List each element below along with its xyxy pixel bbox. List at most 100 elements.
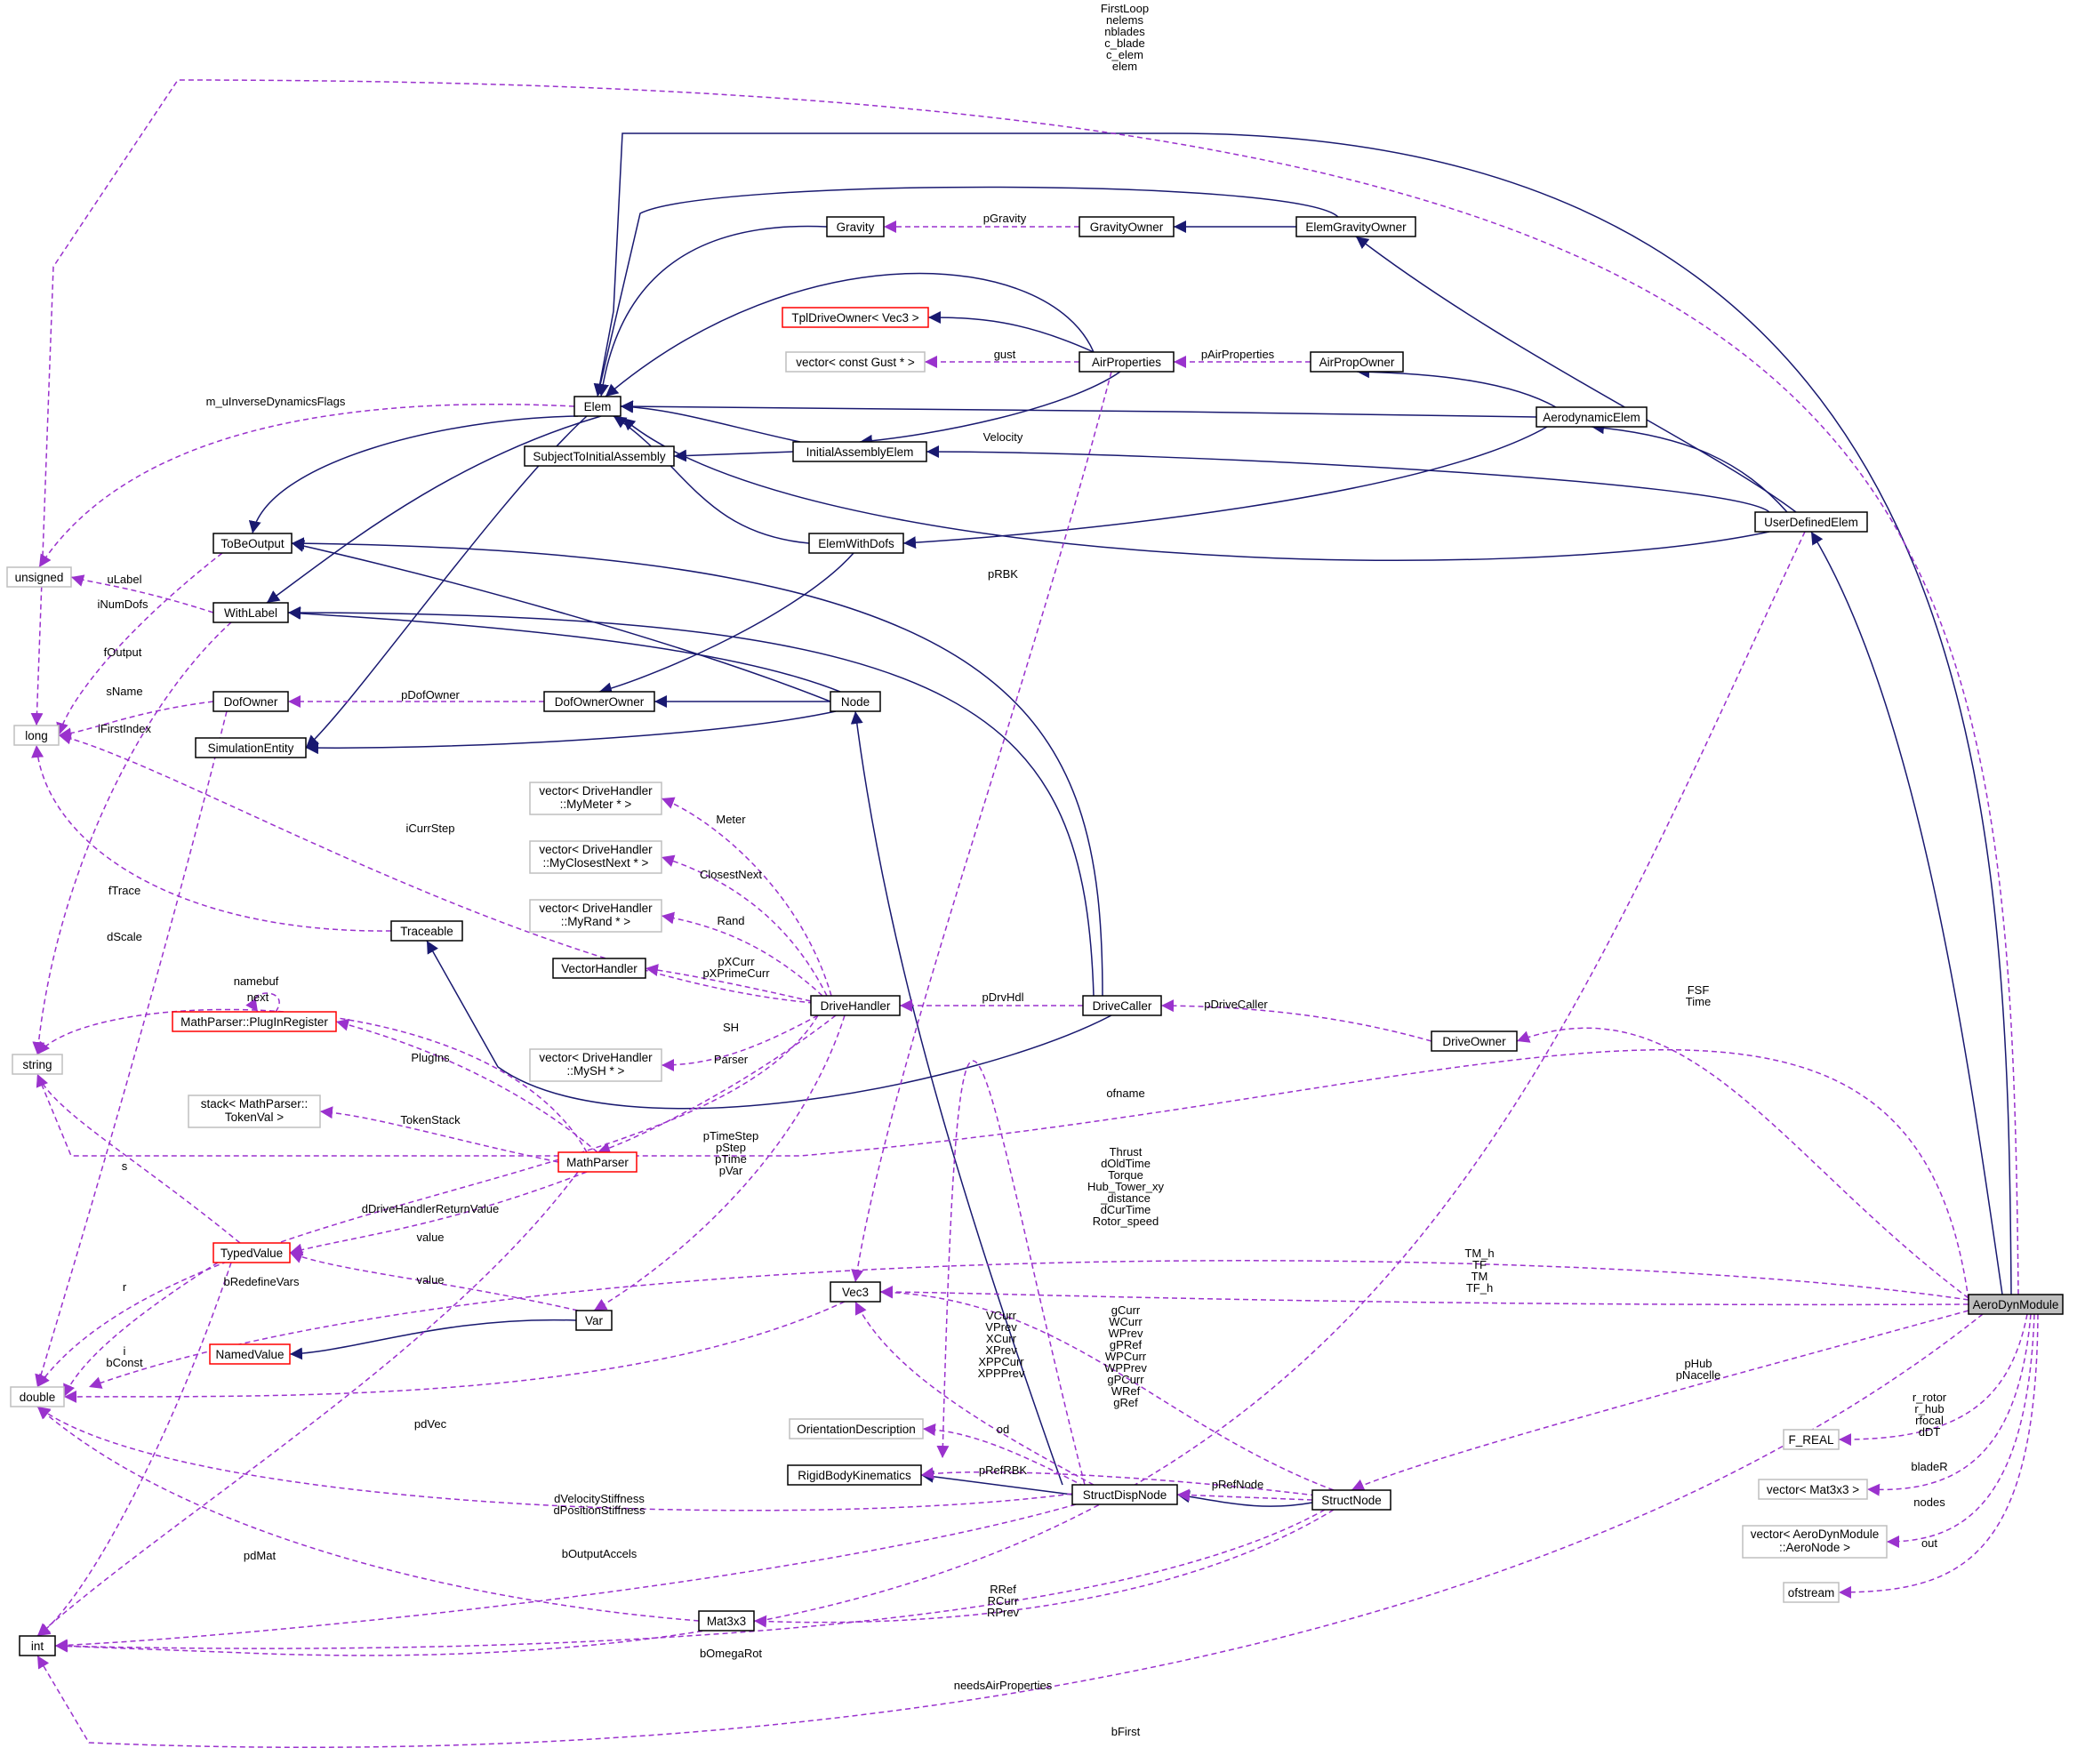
edge-label-r-rotor-2: r_hub: [1914, 1402, 1944, 1415]
node-subject-to-initial-assembly[interactable]: SubjectToInitialAssembly: [524, 445, 675, 467]
node-label: int: [31, 1640, 44, 1653]
node-math-parser[interactable]: MathParser: [557, 1151, 638, 1173]
edge-elem-initialassembly: [620, 400, 801, 443]
node-label: AirPropOwner: [1319, 356, 1395, 369]
node-vec-mat3x3[interactable]: vector< Mat3x3 >: [1758, 1479, 1868, 1500]
node-box: [529, 840, 662, 874]
node-vector-const-gust[interactable]: vector< const Gust * >: [785, 351, 926, 373]
edge-label-p-air-properties: pAirProperties: [1201, 348, 1275, 361]
edge-label-tm-3: TM: [1472, 1270, 1488, 1283]
node-label: InitialAssemblyElem: [806, 445, 914, 459]
node-label: ::MyClosestNext * >: [543, 856, 649, 870]
edge-elem-userdefined: [621, 417, 1770, 561]
node-node[interactable]: Node: [830, 691, 881, 712]
node-to-be-output[interactable]: ToBeOutput: [213, 533, 293, 554]
node-tpl-drive-owner[interactable]: TplDriveOwner< Vec3 >: [782, 307, 929, 328]
node-elem[interactable]: Elem: [573, 396, 621, 417]
edge-label-namebuf: namebuf: [234, 974, 279, 988]
edge-withlabel-string: [32, 621, 232, 1055]
edge-label-out: out: [1921, 1536, 1937, 1550]
edge-label-rref-2: RCurr: [988, 1594, 1019, 1608]
node-vec-my-closest-next[interactable]: vector< DriveHandler::MyClosestNext * >: [529, 840, 662, 874]
edge-mathparser-typedvalue: [289, 1171, 588, 1256]
node-vec3[interactable]: Vec3: [830, 1281, 881, 1303]
node-named-value[interactable]: NamedValue: [209, 1343, 291, 1365]
node-traceable[interactable]: Traceable: [390, 920, 463, 942]
edge-initialassembly-airproperties: [859, 371, 1121, 447]
edge-structdisp-rbk: [936, 1060, 1086, 1486]
node-stack-token-val[interactable]: stack< MathParser::TokenVal >: [188, 1094, 321, 1128]
edge-label-g-curr-4: gPRef: [1110, 1338, 1143, 1351]
node-struct-disp-node[interactable]: StructDispNode: [1071, 1484, 1178, 1505]
edge-label-p-time-step-4: pVar: [719, 1164, 743, 1177]
node-dof-owner[interactable]: DofOwner: [213, 691, 289, 712]
edge-userdefinedelem-aerodynmodule: [1810, 531, 2003, 1295]
node-double[interactable]: double: [10, 1386, 65, 1407]
node-vector-handler[interactable]: VectorHandler: [552, 958, 646, 979]
node-box: [13, 725, 60, 746]
edge-label-p-drive-caller: pDriveCaller: [1204, 998, 1268, 1011]
edge-label-top-5: c_elem: [1106, 48, 1143, 61]
edge-mathparser-stack: [319, 1106, 559, 1163]
node-aero-dyn-module[interactable]: AeroDynModule: [1968, 1294, 2064, 1315]
node-label: MathParser: [566, 1156, 629, 1169]
node-orientation-description[interactable]: OrientationDescription: [789, 1418, 924, 1439]
edge-mathparser-int: [36, 1171, 579, 1637]
node-vec-my-meter[interactable]: vector< DriveHandler::MyMeter * >: [529, 782, 662, 815]
edge-drivehandler-closest: [661, 854, 828, 997]
node-initial-assembly-elem[interactable]: InitialAssemblyElem: [792, 441, 927, 462]
node-var[interactable]: Var: [575, 1310, 613, 1331]
node-label: ::MyMeter * >: [560, 798, 632, 811]
node-typed-value[interactable]: TypedValue: [213, 1242, 291, 1263]
node-box: [810, 995, 901, 1016]
node-f-real[interactable]: F_REAL: [1783, 1429, 1840, 1450]
node-mat3x3[interactable]: Mat3x3: [698, 1610, 755, 1632]
node-vec-my-rand[interactable]: vector< DriveHandler::MyRand * >: [529, 899, 662, 933]
edge-aerodyn-structnode: [1351, 1310, 1969, 1491]
node-vec-aero-node[interactable]: vector< AeroDynModule::AeroNode >: [1742, 1525, 1888, 1559]
node-plug-in-register[interactable]: MathParser::PlugInRegister: [172, 1011, 337, 1032]
edge-airproperties-vec3: [851, 371, 1112, 1283]
node-drive-handler[interactable]: DriveHandler: [810, 995, 901, 1016]
node-aerodynamic-elem[interactable]: AerodynamicElem: [1536, 406, 1648, 428]
node-struct-node[interactable]: StructNode: [1311, 1489, 1391, 1511]
node-box: [830, 1281, 881, 1303]
edge-aerodyn-int: [36, 1313, 1984, 1748]
node-user-defined-elem[interactable]: UserDefinedElem: [1754, 511, 1868, 533]
edge-label-p-xcurr-2: pXPrimeCurr: [702, 966, 770, 980]
node-gravity-owner[interactable]: GravityOwner: [1079, 216, 1175, 237]
edge-elem-elemwithdofs: [613, 415, 810, 544]
node-elem-gravity-owner[interactable]: ElemGravityOwner: [1295, 216, 1416, 237]
edge-label-tm-4: TF_h: [1466, 1281, 1493, 1295]
node-air-properties[interactable]: AirProperties: [1079, 351, 1175, 373]
edge-aerodyn-vec3: [879, 1286, 1969, 1306]
node-dof-owner-owner[interactable]: DofOwnerOwner: [543, 691, 655, 712]
node-drive-caller[interactable]: DriveCaller: [1082, 995, 1162, 1016]
node-air-prop-owner[interactable]: AirPropOwner: [1310, 351, 1404, 373]
edge-label-g-curr-5: WPCurr: [1105, 1350, 1147, 1363]
node-gravity[interactable]: Gravity: [826, 216, 885, 237]
node-label: ElemGravityOwner: [1305, 220, 1407, 234]
node-vec-my-sh[interactable]: vector< DriveHandler::MySH * >: [529, 1048, 662, 1082]
edge-drivehandler-meter: [661, 797, 832, 997]
node-box: [698, 1610, 755, 1632]
node-long[interactable]: long: [13, 725, 60, 746]
node-with-label[interactable]: WithLabel: [213, 602, 289, 623]
node-label: Vec3: [842, 1286, 869, 1299]
node-drive-owner[interactable]: DriveOwner: [1431, 1030, 1518, 1052]
edge-label-r-rotor-1: r_rotor: [1913, 1391, 1947, 1404]
edge-withlabel-unsigned: [70, 574, 214, 613]
edge-tobeoutput-elem: [248, 415, 579, 534]
node-string[interactable]: string: [12, 1054, 63, 1075]
node-unsigned[interactable]: unsigned: [6, 566, 72, 588]
node-ofstream[interactable]: ofstream: [1783, 1582, 1840, 1603]
node-int[interactable]: int: [19, 1635, 56, 1656]
node-label: SubjectToInitialAssembly: [533, 450, 666, 463]
node-label: ::MyRand * >: [561, 915, 631, 928]
node-rigid-body-kinematics[interactable]: RigidBodyKinematics: [787, 1464, 922, 1486]
node-box: [19, 1635, 56, 1656]
node-simulation-entity[interactable]: SimulationEntity: [195, 737, 307, 758]
node-elem-with-dofs[interactable]: ElemWithDofs: [808, 533, 904, 554]
node-box: [782, 307, 929, 328]
edge-initialassembly-userdefined: [926, 445, 1770, 513]
